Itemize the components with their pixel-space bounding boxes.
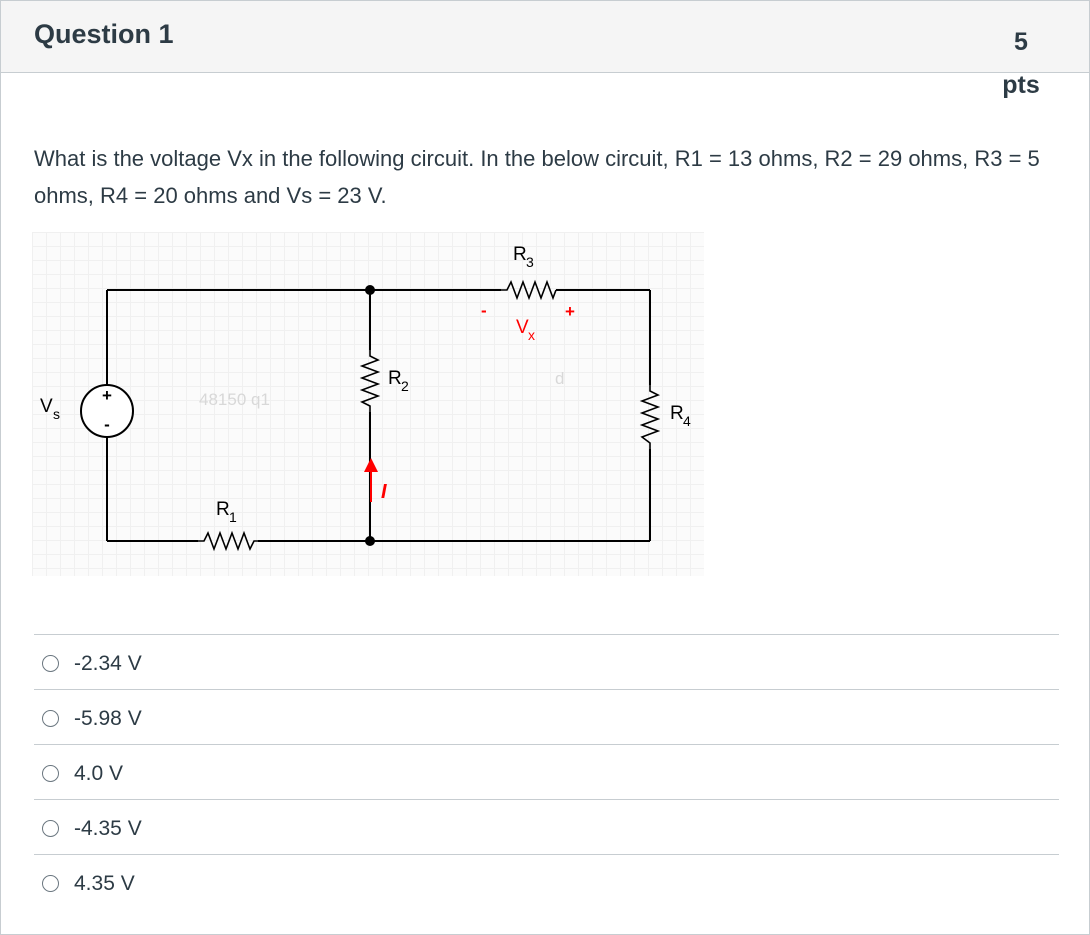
r1-label-subscript: 1 xyxy=(229,509,237,525)
node-top xyxy=(365,285,375,295)
source-plus-sign: + xyxy=(102,386,112,405)
answer-radio[interactable] xyxy=(42,710,59,727)
answer-option[interactable]: -2.34 V xyxy=(34,634,1059,689)
r2-label: R xyxy=(388,368,402,389)
answer-option[interactable]: -5.98 V xyxy=(34,689,1059,744)
question-title: Question 1 xyxy=(34,19,174,49)
question-header: Question 1 5 pts xyxy=(1,1,1089,99)
answer-label[interactable]: -5.98 V xyxy=(74,707,142,730)
vx-plus-sign: + xyxy=(565,302,575,321)
resistor-r3-symbol xyxy=(501,279,557,301)
question-text: What is the voltage Vx in the following … xyxy=(34,146,1040,208)
answer-option[interactable]: 4.0 V xyxy=(34,744,1059,799)
answer-list: -2.34 V -5.98 V 4.0 V -4.35 V 4.35 V xyxy=(34,634,1059,909)
source-label: V xyxy=(40,396,53,417)
node-bottom xyxy=(365,536,375,546)
r4-label-subscript: 4 xyxy=(683,413,691,429)
vx-label: V xyxy=(516,317,529,338)
answer-radio[interactable] xyxy=(42,765,59,782)
answer-label[interactable]: -2.34 V xyxy=(74,652,142,675)
vx-minus-sign: - xyxy=(481,301,487,320)
answer-label[interactable]: -4.35 V xyxy=(74,817,142,840)
r3-label: R xyxy=(513,244,527,265)
answer-radio[interactable] xyxy=(42,875,59,892)
points-value: 5 pts xyxy=(991,21,1051,107)
r3-label-subscript: 3 xyxy=(526,254,534,270)
current-arrow-icon xyxy=(364,458,378,502)
answer-option[interactable]: -4.35 V xyxy=(34,799,1059,854)
source-minus-sign: - xyxy=(104,415,110,434)
answer-option[interactable]: 4.35 V xyxy=(34,854,1059,909)
watermark-letter: d xyxy=(555,369,564,388)
resistor-r1-symbol xyxy=(198,530,258,552)
voltage-source-symbol xyxy=(80,384,134,438)
answer-label[interactable]: 4.35 V xyxy=(74,872,135,895)
source-label-subscript: s xyxy=(53,406,60,422)
resistor-r4-symbol xyxy=(639,385,661,449)
r1-label: R xyxy=(216,499,230,520)
points-unit: pts xyxy=(1002,71,1040,99)
circuit-diagram: 48150 q1 d + - V s xyxy=(32,232,704,576)
answer-radio[interactable] xyxy=(42,820,59,837)
resistor-r2-symbol xyxy=(359,350,381,412)
points-number: 5 xyxy=(1014,28,1028,56)
answer-label[interactable]: 4.0 V xyxy=(74,762,124,785)
r2-label-subscript: 2 xyxy=(401,378,409,394)
current-label: I xyxy=(381,481,387,503)
answer-radio[interactable] xyxy=(42,655,59,672)
r4-label: R xyxy=(670,403,684,424)
watermark-text: 48150 q1 xyxy=(199,390,270,409)
circuit-wires xyxy=(106,289,651,542)
vx-label-subscript: x xyxy=(528,327,535,343)
